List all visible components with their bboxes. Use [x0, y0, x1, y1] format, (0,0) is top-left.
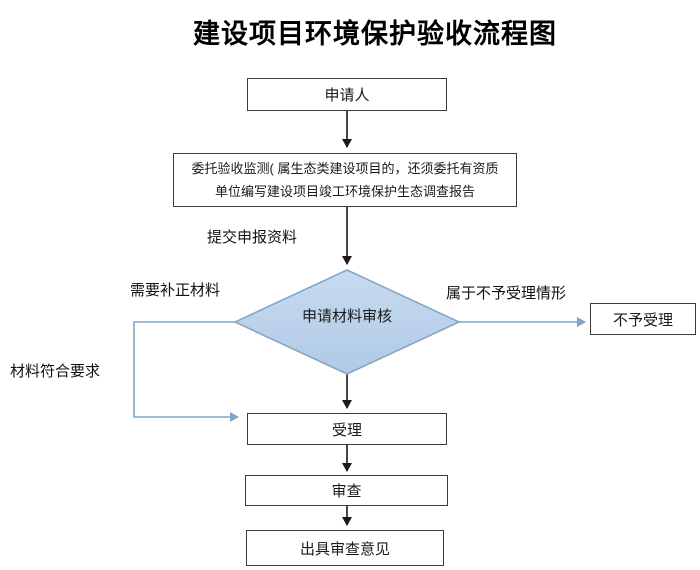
edge-label-materials-ok: 材料符合要求 [10, 363, 101, 380]
edge-label-need-supplement: 需要补正材料 [130, 282, 221, 299]
node-accept-label: 受理 [331, 421, 362, 439]
node-applicant-label: 申请人 [324, 87, 370, 104]
page-title: 建设项目环境保护验收流程图 [193, 19, 557, 49]
node-opinion: 出具审查意见 [246, 530, 444, 566]
node-entrust-line1: 委托验收监测( 属生态类建设项目的，还须委托有资质 [191, 161, 499, 176]
node-review-label: 申请材料审核 [301, 308, 392, 325]
node-reject: 不予受理 [590, 303, 696, 335]
decision-diamond-review [233, 269, 461, 375]
edge-label-not-accept-case: 属于不予受理情形 [446, 285, 567, 302]
node-entrust-monitoring: 委托验收监测( 属生态类建设项目的，还须委托有资质 单位编写建设项目竣工环境保护… [173, 153, 517, 207]
node-examine-label: 审查 [331, 483, 362, 500]
node-accept: 受理 [247, 413, 447, 445]
node-examine: 审查 [245, 475, 448, 506]
node-applicant: 申请人 [247, 78, 447, 111]
edge-label-submit-materials: 提交申报资料 [207, 229, 298, 246]
arrow-review-loop-to-accept [133, 321, 239, 422]
node-entrust-line2: 单位编写建设项目竣工环境保护生态调查报告 [214, 184, 475, 199]
node-reject-label: 不予受理 [612, 311, 673, 329]
node-opinion-label: 出具审查意见 [299, 540, 390, 558]
